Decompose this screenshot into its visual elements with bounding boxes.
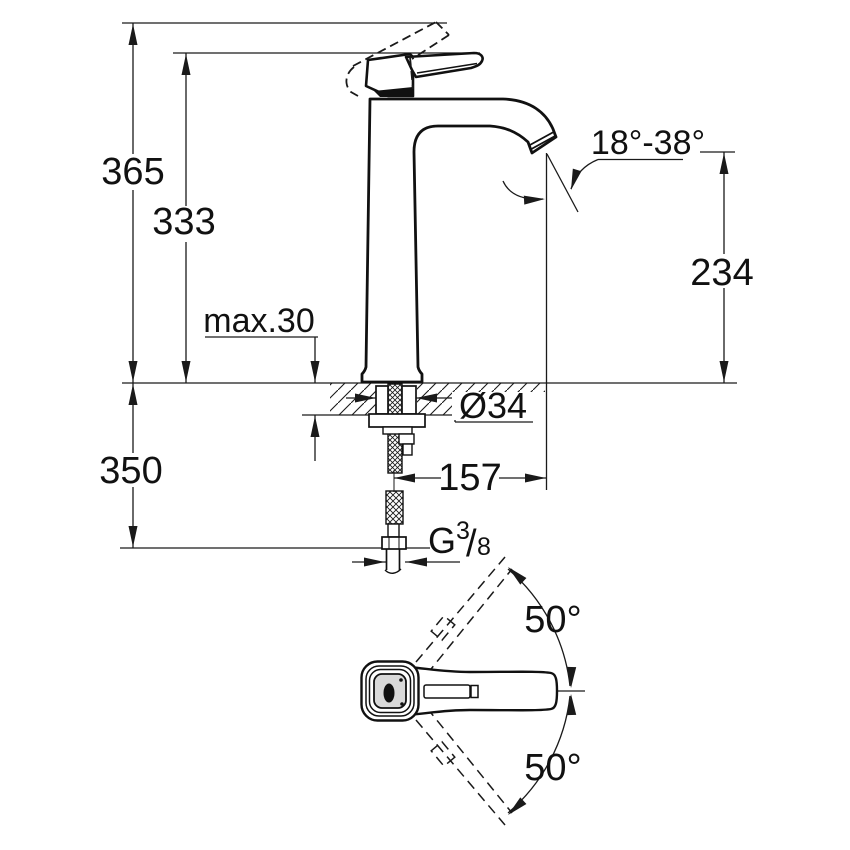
dim-spout-projection-label: 157	[438, 457, 501, 499]
dim-swing-lower-label: 50°	[524, 747, 581, 789]
faucet-front-view	[345, 21, 579, 384]
handle-shadow-wedge	[374, 87, 413, 97]
faucet-body	[360, 97, 558, 384]
countertop-hatch	[330, 383, 545, 415]
lever-top-view	[406, 665, 559, 717]
mounting-washer	[368, 413, 426, 428]
dim-deck-thickness-label: max.30	[203, 302, 315, 340]
mounting-clamp	[398, 433, 415, 445]
hose-hex-nut	[381, 536, 407, 550]
dim-hose-length-label: 350	[99, 450, 162, 492]
swing-ghost-lines	[415, 556, 513, 826]
dim-total-height-label: 365	[101, 151, 164, 193]
dimension-labels: 365 333 max.30 18°-38° 234 Ø34 157 350 G…	[99, 124, 753, 789]
raised-lever-ghost	[345, 21, 450, 97]
handle-hub-slot	[383, 683, 395, 703]
dim-lever-height-label: 333	[152, 201, 215, 243]
dim-hole-diameter-label: Ø34	[459, 385, 527, 426]
dim-swing-upper-label: 50°	[524, 599, 581, 641]
svg-text:8: 8	[477, 533, 491, 561]
flex-hose	[385, 490, 404, 525]
aerator-rings	[528, 130, 557, 151]
svg-text:/: /	[466, 523, 477, 565]
dim-outlet-height-label: 234	[690, 252, 753, 294]
handle-top-view	[360, 556, 585, 826]
svg-text:3: 3	[456, 517, 470, 545]
dim-thread-label: G 3 / 8	[428, 517, 491, 565]
dim-spout-angle-label: 18°-38°	[591, 124, 705, 162]
escutcheon-top-view	[360, 660, 420, 722]
label-backgrounds	[100, 154, 755, 492]
svg-text:G: G	[428, 520, 456, 561]
under-counter-assembly	[368, 383, 426, 574]
